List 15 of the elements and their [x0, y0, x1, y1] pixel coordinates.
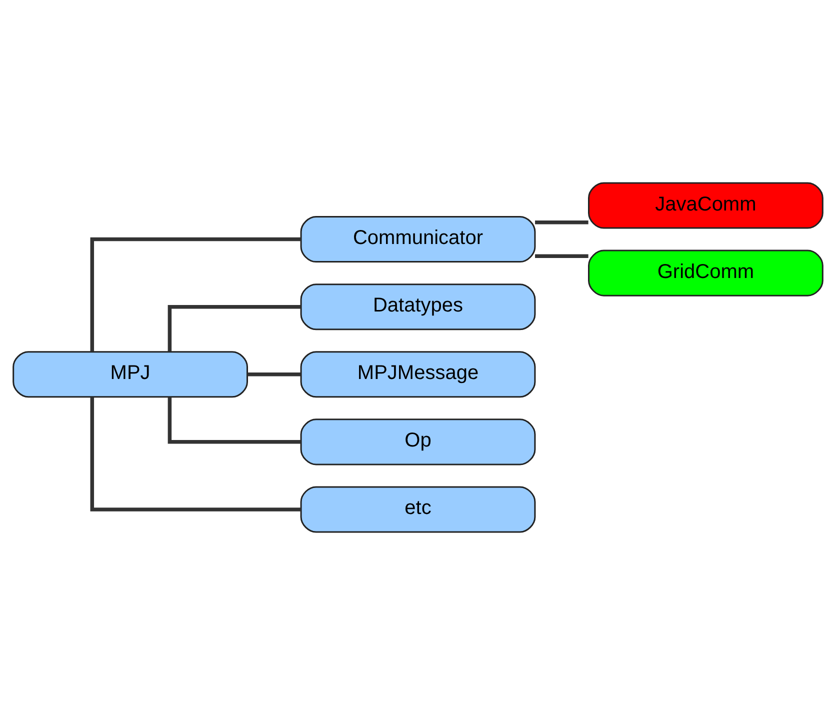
node-box: Datatypes [300, 283, 536, 330]
connector [247, 372, 301, 376]
connector [90, 236, 301, 351]
connector [535, 254, 588, 258]
node-box: JavaComm [588, 182, 824, 228]
node-box: GridComm [588, 249, 824, 296]
node-box: Op [300, 418, 536, 465]
node-box: MPJ [12, 350, 248, 398]
connector [90, 396, 301, 511]
connector [168, 304, 301, 352]
node-box: etc [300, 486, 536, 532]
node-box: MPJMessage [300, 350, 536, 398]
node-box: Communicator [300, 216, 536, 262]
connector [168, 396, 301, 444]
connector [535, 220, 588, 224]
